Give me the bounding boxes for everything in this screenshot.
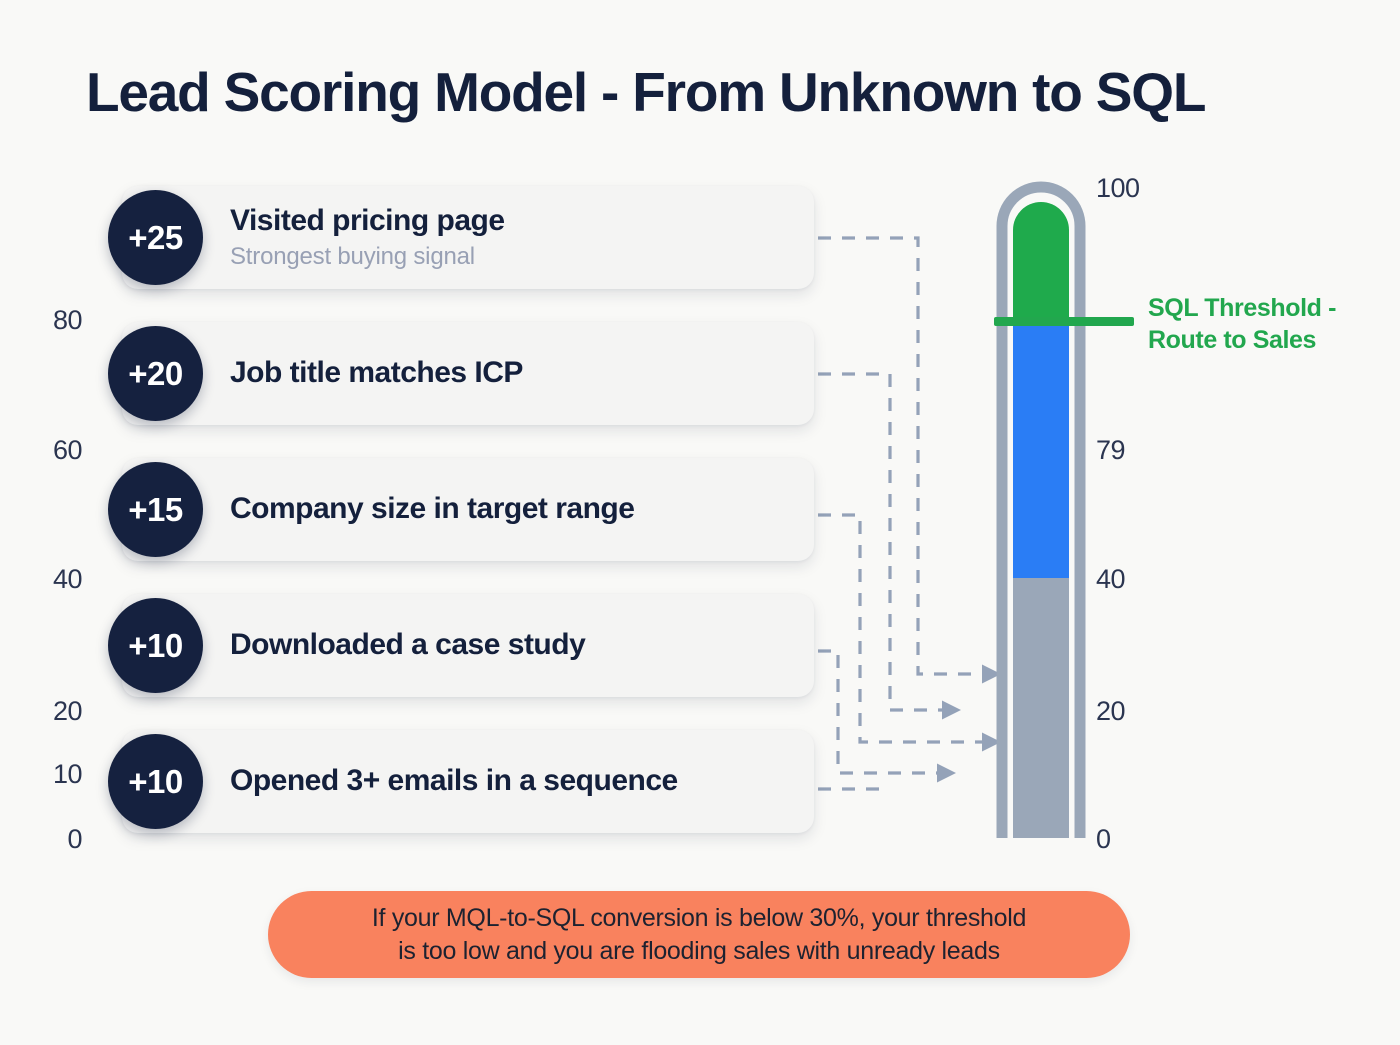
warning-banner: If your MQL-to-SQL conversion is below 3… [268,891,1130,978]
sql-threshold-line [994,317,1134,326]
score-card-subtitle: Strongest buying signal [230,243,475,271]
axis-tick-left-60: 60 [52,435,83,465]
thermometer-tube-outline [996,181,1086,838]
score-card-text: Opened 3+ emails in a sequence [230,764,678,799]
sql-threshold-label: SQL Threshold - Route to Sales [1148,292,1336,356]
warning-banner-line2: is too low and you are flooding sales wi… [398,936,1000,965]
axis-tick-left-40: 40 [52,564,83,594]
connector-path-1 [818,236,1001,684]
score-card[interactable]: +10 Downloaded a case study [108,594,814,697]
thermometer-fill-green [1013,202,1069,320]
score-card-text: Company size in target range [230,492,635,527]
axis-tick-right-40: 40 [1096,564,1126,594]
axis-tick-left-0: 0 [67,824,82,854]
score-badge: +15 [108,462,203,557]
connector-path-2 [818,372,961,720]
thermometer-gauge [996,181,1086,838]
connector-path-3 [818,513,1001,752]
axis-tick-left-10: 10 [52,759,83,789]
axis-tick-right-100: 100 [1096,173,1140,203]
sql-threshold-label-line1: SQL Threshold - [1148,294,1336,322]
warning-banner-text: If your MQL-to-SQL conversion is below 3… [371,902,1027,968]
connector-path-4 [818,649,956,783]
score-card-title: Visited pricing page [230,203,505,237]
score-card[interactable]: +25 Visited pricing page Strongest buyin… [108,186,814,289]
sql-threshold-label-line2: Route to Sales [1148,326,1317,354]
score-badge: +25 [108,190,203,285]
score-card-list: +25 Visited pricing page Strongest buyin… [108,186,814,866]
score-card-title: Opened 3+ emails in a sequence [230,764,678,798]
score-badge: +20 [108,326,203,421]
score-badge: +10 [108,734,203,829]
score-card[interactable]: +15 Company size in target range [108,458,814,561]
thermometer-fill-gray [1013,578,1069,838]
score-card-title: Company size in target range [230,492,635,526]
axis-tick-right-0: 0 [1096,824,1111,854]
score-card-title: Downloaded a case study [230,628,586,662]
score-card-text: Downloaded a case study [230,628,586,663]
score-card-text: Visited pricing page Strongest buying si… [230,204,505,272]
score-card-text: Job title matches ICP [230,356,523,391]
page-title: Lead Scoring Model - From Unknown to SQL [86,61,1206,123]
warning-banner-line1: If your MQL-to-SQL conversion is below 3… [371,903,1027,932]
score-card[interactable]: +10 Opened 3+ emails in a sequence [108,730,814,833]
score-card[interactable]: +20 Job title matches ICP [108,322,814,425]
score-card-title: Job title matches ICP [230,356,523,390]
axis-tick-left-20: 20 [52,696,83,726]
score-badge: +10 [108,598,203,693]
axis-tick-left-80: 80 [52,305,83,335]
thermometer-fill-blue [1013,320,1069,578]
axis-tick-right-79: 79 [1096,435,1126,465]
axis-tick-right-20: 20 [1096,696,1126,726]
